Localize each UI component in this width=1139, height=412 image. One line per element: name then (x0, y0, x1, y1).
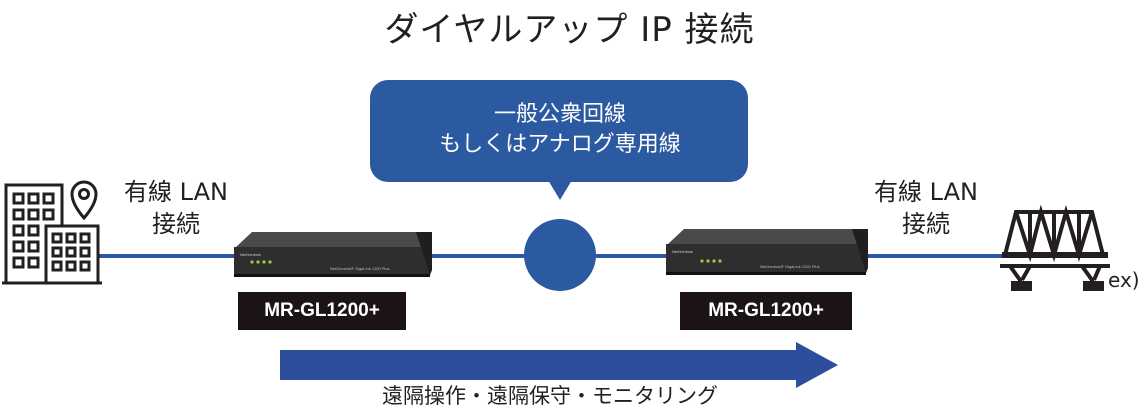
right-connection-line1: 有線 LAN (874, 178, 978, 206)
direction-arrow (280, 342, 838, 388)
device-face-text: NetGenesis® GigaLink 1200 Plus (760, 264, 820, 269)
left-model-label: MR-GL1200+ (238, 292, 406, 330)
network-circle-icon (524, 219, 596, 291)
right-connection-line2: 接続 (902, 210, 950, 238)
left-connection-label: 有線 LAN 接続 (76, 176, 276, 240)
network-bubble-line2: もしくはアナログ専用線 (439, 132, 681, 157)
left-connection-line1: 有線 LAN (124, 178, 228, 206)
left-connection-line2: 接続 (152, 210, 200, 238)
bottom-caption: 遠隔操作・遠隔保守・モニタリング (382, 384, 718, 408)
router-device-right: NetGenesis NetGenesis® GigaLink 1200 Plu… (666, 229, 868, 275)
device-face-text: NetGenesis® GigaLink 1200 Plus (330, 266, 390, 271)
page-title: ダイヤルアップ IP 接続 (384, 10, 755, 50)
network-bubble (370, 80, 748, 200)
device-brand: NetGenesis (672, 249, 693, 254)
example-label: ex) (1108, 268, 1139, 292)
right-connection-label: 有線 LAN 接続 (826, 176, 1026, 240)
device-brand: NetGenesis (240, 252, 261, 257)
network-bubble-text: 一般公衆回線 もしくはアナログ専用線 (372, 100, 748, 160)
network-bubble-line1: 一般公衆回線 (493, 102, 626, 127)
right-model-label: MR-GL1200+ (680, 292, 852, 330)
router-device-left: NetGenesis NetGenesis® GigaLink 1200 Plu… (234, 232, 432, 277)
office-building-location-icon (2, 180, 102, 285)
bridge-icon (1000, 204, 1110, 291)
